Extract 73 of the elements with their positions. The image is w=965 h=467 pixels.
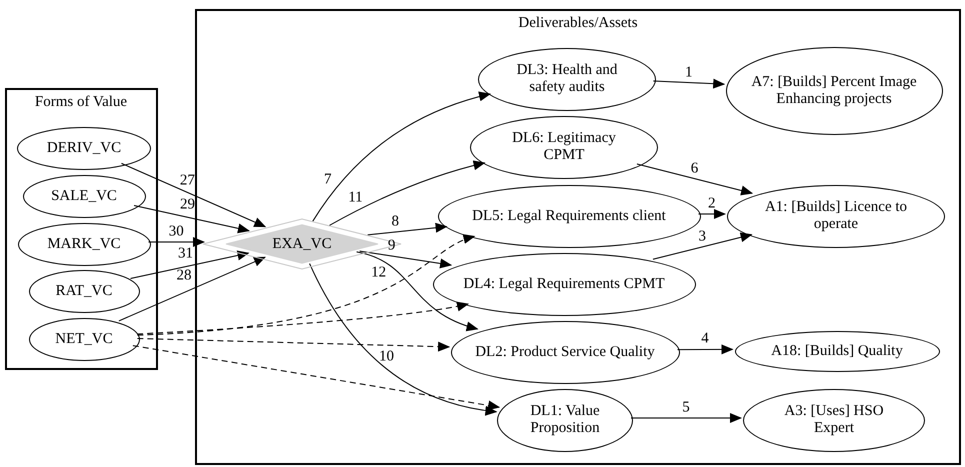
arrow — [329, 160, 486, 226]
node-label: SALE_VC — [51, 188, 117, 204]
edge-label: 2 — [707, 196, 716, 212]
cluster-frame — [4, 88, 158, 370]
ellipse-node — [470, 116, 658, 178]
arrow — [118, 256, 266, 322]
node-label: EXA_VC — [272, 236, 332, 252]
ellipse-node — [18, 222, 150, 266]
node-label: MARK_VC — [47, 236, 121, 252]
dashed-arrow — [136, 235, 476, 336]
edge-label: 6 — [690, 161, 700, 176]
node-label: A3: [Uses] HSO Expert — [783, 403, 885, 437]
edge-label: 7 — [323, 172, 333, 188]
cluster-title: Deliverables/Assets — [518, 15, 638, 32]
ellipse-node — [17, 126, 151, 170]
arrow — [134, 204, 250, 234]
arrow — [698, 209, 726, 219]
edge-label: 4 — [700, 332, 710, 347]
node-label: RAT_VC — [56, 282, 112, 300]
arrow — [130, 250, 250, 280]
node-label: DL4: Legal Requirements CPMT — [463, 276, 665, 292]
ellipse-node — [478, 48, 656, 110]
node-label: A1: [Builds] Licence to operate — [764, 199, 908, 233]
ellipse-node — [497, 388, 633, 452]
arrow — [652, 78, 726, 89]
arrow — [367, 222, 448, 236]
arrow — [636, 164, 754, 196]
ellipse-node — [28, 270, 140, 312]
edge-label: 27 — [178, 174, 196, 189]
ellipse-node — [450, 320, 680, 384]
edge-label: 12 — [370, 265, 388, 280]
edge-label: 9 — [386, 238, 396, 254]
dashed-arrow — [136, 301, 470, 335]
edge-label: 5 — [681, 400, 691, 416]
arrow — [356, 251, 478, 331]
arrow — [652, 232, 753, 260]
dashed-arrow — [136, 338, 450, 352]
arrow — [630, 413, 742, 423]
node-label: A18: [Builds] Quality — [771, 342, 903, 360]
node-label: DL3: Health and safety audits — [516, 62, 618, 96]
edge-label: 10 — [378, 349, 395, 364]
arrow — [312, 92, 491, 222]
node-label: DL1: Value Proposition — [529, 403, 601, 437]
arrow — [148, 237, 205, 247]
cluster-title: Forms of Value — [34, 94, 128, 111]
arrow — [309, 263, 498, 416]
edge-label: 31 — [176, 246, 194, 262]
dashed-arrow — [132, 345, 500, 410]
node-label: DL5: Legal Requirements client — [472, 208, 666, 224]
ellipse-node — [432, 252, 696, 316]
node-label: DERIV_VC — [46, 140, 122, 156]
ellipse-node — [734, 330, 940, 372]
arrow — [120, 162, 266, 228]
edge-label: 1 — [684, 65, 694, 80]
node-label: DL2: Product Service Quality — [475, 344, 655, 360]
arrow — [359, 250, 452, 268]
arrow — [677, 344, 734, 354]
edge-label: 30 — [168, 224, 185, 240]
node-label: NET_VC — [55, 330, 113, 348]
ellipse-node — [438, 184, 700, 248]
ellipse-node — [726, 47, 942, 135]
edge-label: 29 — [178, 198, 196, 213]
node-label: A7: [Builds] Percent Image Enhancing projects — [750, 74, 918, 108]
ellipse-node — [743, 388, 925, 452]
edge-label: 28 — [175, 268, 192, 284]
node-label: DL6: Legitimacy CPMT — [511, 130, 617, 164]
cluster-frame — [195, 9, 961, 465]
edge-label: 3 — [698, 229, 708, 244]
edge-label: 8 — [390, 214, 400, 230]
ellipse-node — [727, 184, 945, 248]
ellipse-node — [28, 318, 140, 360]
ellipse-node — [22, 174, 146, 218]
edge-label: 11 — [347, 190, 364, 206]
